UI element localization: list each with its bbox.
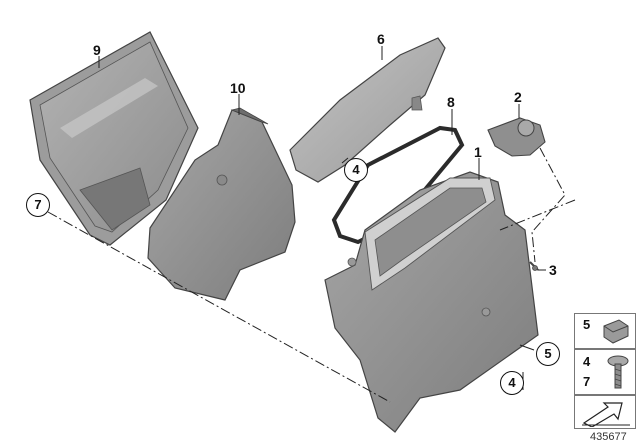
circled-callout-7: 7 (26, 193, 50, 217)
callout-1: 1 (474, 144, 482, 160)
part-9-lid-tray (29, 31, 199, 246)
part-10-side-panel (147, 107, 296, 301)
callout-6: 6 (377, 31, 385, 47)
callout-8: 8 (447, 94, 455, 110)
legend-label-4: 4 (583, 354, 591, 369)
direction-arrow-icon (582, 402, 630, 427)
legend-label-5: 5 (583, 317, 591, 332)
legend-label-7: 7 (583, 374, 591, 389)
part-2-bracket (487, 117, 546, 157)
callout-2: 2 (514, 89, 522, 105)
part-1-housing (324, 171, 539, 433)
circled-callout-4-bottom: 4 (500, 371, 524, 395)
circled-callout-5: 5 (536, 342, 560, 366)
hardware-legend: 5 4 7 (574, 313, 636, 429)
part-3-screw (529, 261, 539, 271)
callout-3: 3 (549, 262, 557, 278)
circled-callout-4-top: 4 (344, 158, 368, 182)
part-6-cover (289, 37, 446, 183)
callout-9: 9 (93, 42, 101, 58)
document-id: 435677 (590, 431, 627, 443)
clip-nut-icon (603, 319, 629, 344)
callout-10: 10 (230, 80, 246, 96)
legend-row-nut: 5 (574, 313, 636, 349)
legend-row-arrow (574, 395, 636, 429)
screw-icon (607, 355, 629, 389)
legend-row-screw: 4 7 (574, 349, 636, 395)
